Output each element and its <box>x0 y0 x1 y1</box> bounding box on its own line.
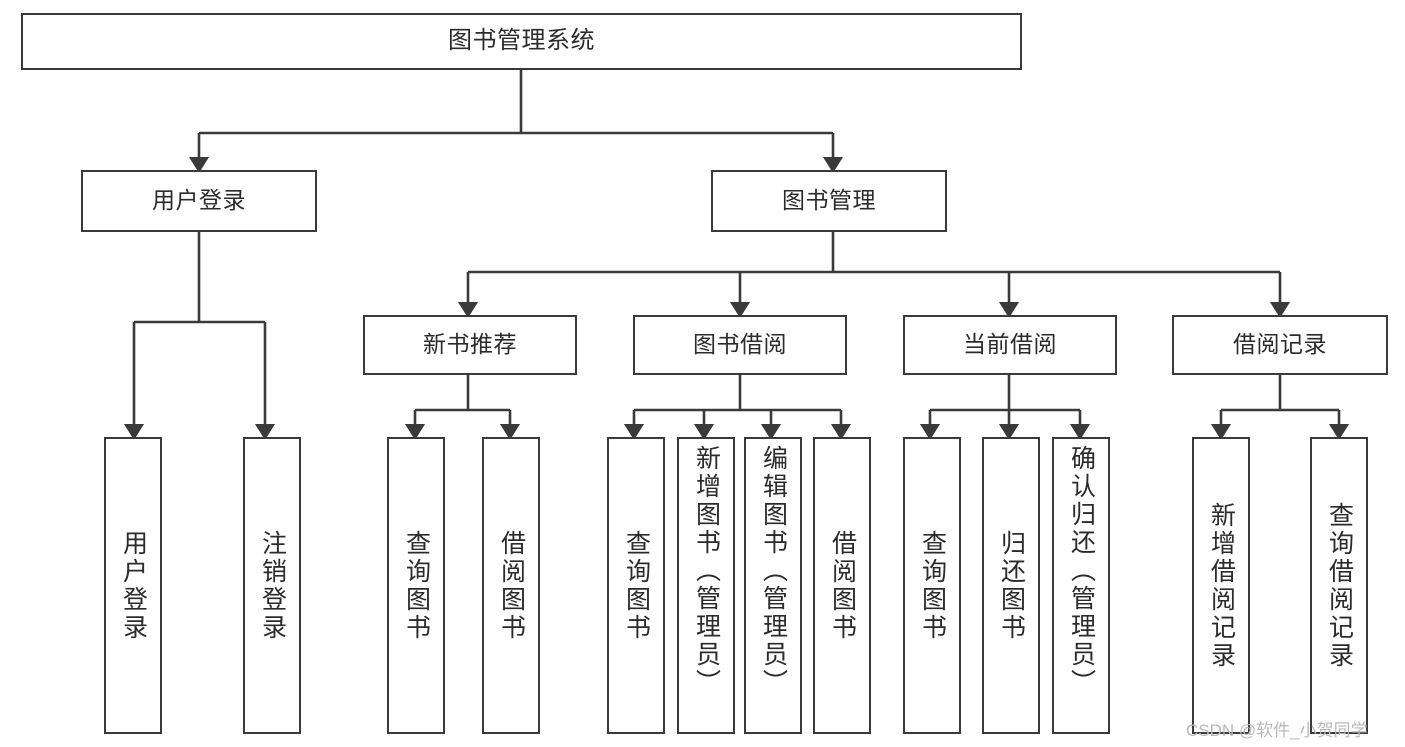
leaf-borrow-edit-book-admin[interactable]: 编辑图书（管理员） <box>744 437 802 734</box>
node-label: 确认归还（管理员） <box>1067 445 1096 697</box>
leaf-user-login-logout[interactable]: 注销登录 <box>243 437 301 734</box>
leaf-recommend-borrow-book[interactable]: 借阅图书 <box>482 437 540 734</box>
leaf-current-return-book[interactable]: 归还图书 <box>982 437 1040 734</box>
node-label: 借阅图书 <box>497 529 526 642</box>
leaf-user-login-login[interactable]: 用户登录 <box>104 437 162 734</box>
leaf-borrow-query-book[interactable]: 查询图书 <box>607 437 665 734</box>
node-user-login[interactable]: 用户登录 <box>81 170 317 232</box>
node-label: 编辑图书（管理员） <box>759 445 788 697</box>
node-root-system[interactable]: 图书管理系统 <box>21 13 1022 70</box>
csdn-watermark: CSDN @软件_小贺同学 <box>1186 721 1368 740</box>
leaf-borrow-add-book-admin[interactable]: 新增图书（管理员） <box>677 437 735 734</box>
node-label: 当前借阅 <box>963 331 1057 358</box>
leaf-current-query-book[interactable]: 查询图书 <box>903 437 961 734</box>
leaf-current-confirm-return-admin[interactable]: 确认归还（管理员） <box>1052 437 1110 734</box>
node-label: 查询图书 <box>622 529 651 642</box>
node-label: 查询图书 <box>402 529 431 642</box>
node-book-management[interactable]: 图书管理 <box>711 170 947 232</box>
leaf-record-query-record[interactable]: 查询借阅记录 <box>1310 437 1368 734</box>
node-label: 新书推荐 <box>423 331 517 358</box>
node-label: 新增图书（管理员） <box>692 445 721 697</box>
node-label: 借阅记录 <box>1233 331 1327 358</box>
node-label: 新增借阅记录 <box>1207 501 1236 670</box>
node-label: 用户登录 <box>119 529 148 642</box>
node-label: 借阅图书 <box>828 529 857 642</box>
node-label: 图书借阅 <box>693 331 787 358</box>
node-label: 归还图书 <box>997 529 1026 642</box>
node-label: 图书管理系统 <box>448 27 595 55</box>
node-current-borrow[interactable]: 当前借阅 <box>903 315 1117 375</box>
leaf-recommend-query-book[interactable]: 查询图书 <box>387 437 445 734</box>
node-new-book-recommend[interactable]: 新书推荐 <box>363 315 577 375</box>
leaf-borrow-borrow-book[interactable]: 借阅图书 <box>813 437 871 734</box>
node-borrow-record[interactable]: 借阅记录 <box>1172 315 1388 375</box>
node-label: 查询图书 <box>918 529 947 642</box>
node-label: 注销登录 <box>258 529 287 642</box>
node-label: 图书管理 <box>782 187 876 214</box>
node-label: 查询借阅记录 <box>1325 501 1354 670</box>
leaf-record-add-record[interactable]: 新增借阅记录 <box>1192 437 1250 734</box>
node-book-borrow[interactable]: 图书借阅 <box>633 315 847 375</box>
node-label: 用户登录 <box>152 187 246 214</box>
